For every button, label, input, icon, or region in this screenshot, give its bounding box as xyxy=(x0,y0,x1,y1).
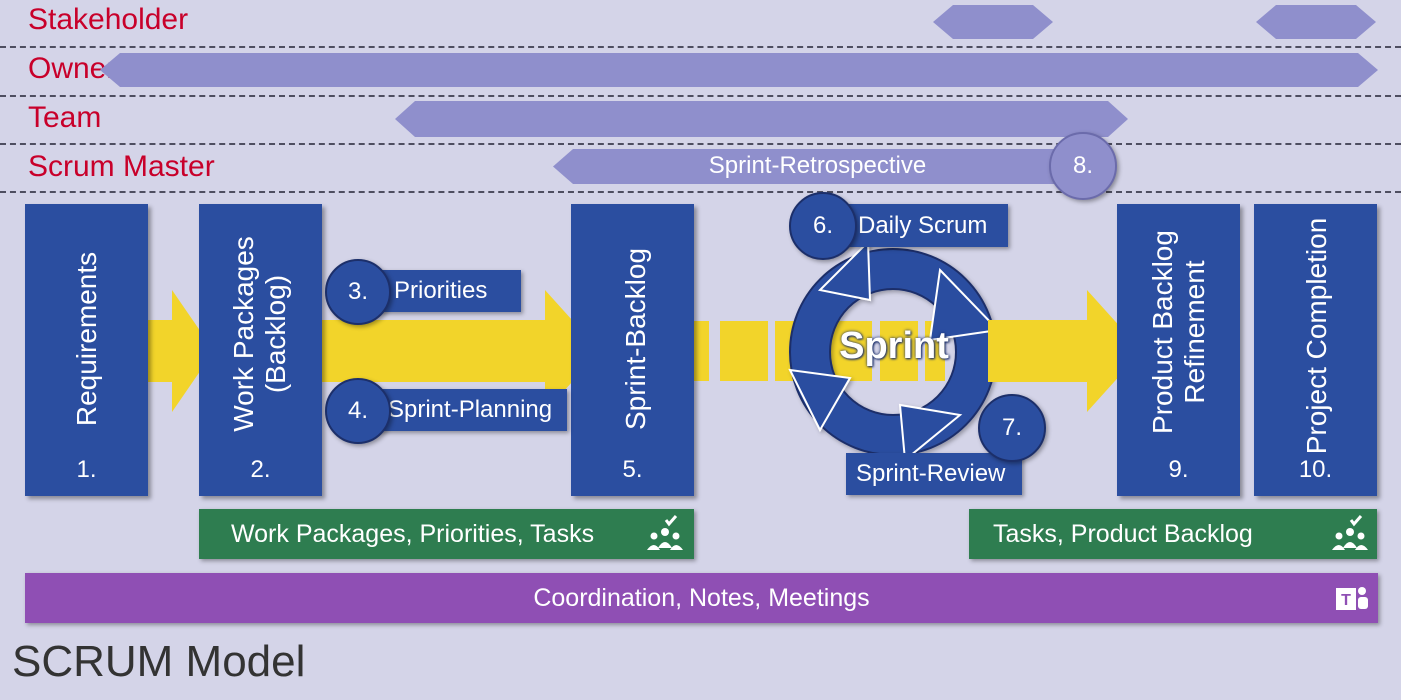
tag-sprint-planning: Sprint-Planning xyxy=(356,389,567,431)
planner-team-check-icon xyxy=(647,515,683,550)
arrow-work-packages-to-sprint-backlog xyxy=(314,290,600,412)
page-title: SCRUM Model xyxy=(12,637,306,686)
step-8-badge: 8. xyxy=(1049,132,1117,200)
box-requirements: Requirements 1. xyxy=(25,204,148,496)
step-6-badge: 6. xyxy=(789,192,857,260)
cycle-arrowhead xyxy=(898,403,963,462)
dash-segment xyxy=(880,321,918,381)
box-project-completion: Project Completion 10. xyxy=(1254,204,1377,496)
planner-bar-left: Work Packages, Priorities, Tasks xyxy=(199,509,694,559)
retrospective-bar xyxy=(553,149,1093,184)
box-work-packages-number: 2. xyxy=(250,456,271,483)
role-stakeholder: Stakeholder xyxy=(28,3,189,36)
box-requirements-number: 1. xyxy=(76,456,97,483)
box-sprint-backlog-label: Sprint-Backlog xyxy=(620,247,651,431)
svg-text:T: T xyxy=(1341,592,1351,609)
teams-bar: Coordination, Notes, Meetings T xyxy=(25,573,1378,623)
planner-bar-right-label: Tasks, Product Backlog xyxy=(993,519,1253,548)
box-work-packages: Work Packages (Backlog) 2. xyxy=(199,204,322,496)
lane-divider xyxy=(0,46,1401,48)
box-work-packages-line2: (Backlog) xyxy=(260,274,291,394)
planner-bar-right: Tasks, Product Backlog xyxy=(969,509,1377,559)
box-sprint-backlog-number: 5. xyxy=(622,456,643,483)
planner-team-check-icon xyxy=(1332,515,1368,550)
dash-segment xyxy=(830,321,872,381)
role-scrum-master: Scrum Master xyxy=(28,150,215,183)
sprint-cycle xyxy=(788,239,1001,462)
dash-segment xyxy=(720,321,768,381)
step-4-badge: 4. xyxy=(325,378,391,444)
planner-bar-left-label: Work Packages, Priorities, Tasks xyxy=(231,519,595,548)
arrow-sprint-to-refinement xyxy=(988,290,1142,412)
step-3-badge: 3. xyxy=(325,259,391,325)
box-work-packages-line1: Work Packages xyxy=(228,236,259,432)
retrospective-label: Sprint-Retrospective xyxy=(708,152,927,179)
stakeholder-bar-completion xyxy=(1256,5,1376,39)
step-7-badge: 7. xyxy=(978,394,1046,462)
cycle-arrowhead xyxy=(928,267,1001,342)
cycle-arrowhead xyxy=(788,368,852,433)
sprint-label: Sprint xyxy=(839,325,949,367)
teams-bar-label: Coordination, Notes, Meetings xyxy=(533,583,870,612)
stakeholder-bar-sprint-review xyxy=(933,5,1053,39)
box-requirements-label: Requirements xyxy=(71,251,102,427)
arrow-requirements-to-work-packages xyxy=(128,290,214,412)
box-project-completion-label: Project Completion xyxy=(1301,217,1332,455)
tag-sprint-review: Sprint-Review xyxy=(846,453,1022,495)
cycle-arrowhead xyxy=(817,239,872,302)
box-product-backlog-number: 9. xyxy=(1168,456,1189,483)
lane-divider xyxy=(0,95,1401,97)
box-product-backlog-line1: Product Backlog xyxy=(1147,230,1178,434)
lane-divider xyxy=(0,143,1401,145)
box-product-backlog-refinement: Product Backlog Refinement 9. xyxy=(1117,204,1240,496)
box-project-completion-number: 10. xyxy=(1298,456,1333,483)
role-team: Team xyxy=(28,101,102,134)
box-product-backlog-label: Product Backlog Refinement xyxy=(1147,230,1211,434)
owner-bar xyxy=(100,53,1378,87)
lane-divider xyxy=(0,191,1401,193)
microsoft-teams-icon: T xyxy=(1336,587,1368,610)
team-bar xyxy=(395,101,1128,137)
role-owner: Owner xyxy=(28,52,117,85)
box-sprint-backlog: Sprint-Backlog 5. xyxy=(571,204,694,496)
box-work-packages-label: Work Packages (Backlog) xyxy=(228,236,292,432)
box-product-backlog-line2: Refinement xyxy=(1179,260,1210,404)
